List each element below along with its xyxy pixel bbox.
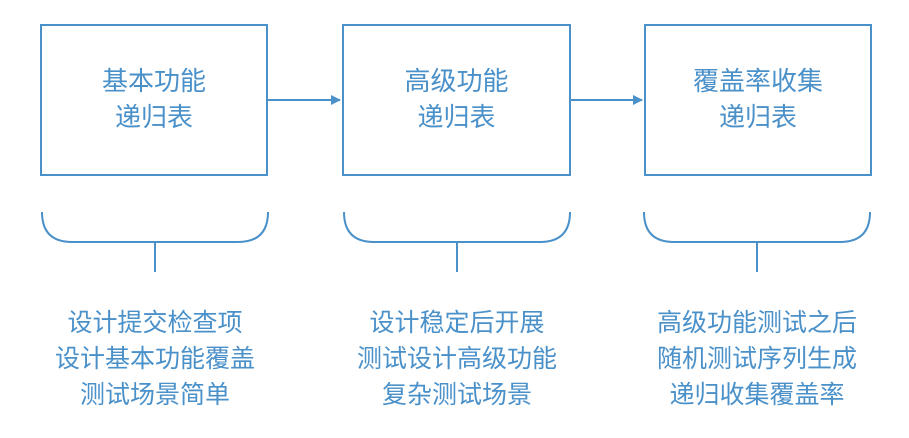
stage-box-subtitle: 递归表 bbox=[114, 103, 193, 133]
stage-box-title: 高级功能 bbox=[404, 67, 509, 97]
stage-box-advanced: 高级功能 递归表 bbox=[342, 24, 571, 176]
stage-desc-coverage: 高级功能测试之后 随机测试序列生成 递归收集覆盖率 bbox=[607, 305, 907, 413]
brace-stage-1 bbox=[41, 211, 269, 272]
stage-box-coverage: 覆盖率收集 递归表 bbox=[644, 24, 872, 176]
brace-stage-2 bbox=[343, 211, 571, 272]
desc-line: 设计提交检查项 bbox=[67, 308, 243, 337]
stage-box-title: 覆盖率收集 bbox=[692, 67, 823, 97]
desc-line: 随机测试序列生成 bbox=[656, 344, 857, 373]
brace-stage-3 bbox=[643, 211, 871, 272]
desc-line: 设计稳定后开展 bbox=[369, 308, 545, 337]
desc-line: 递归收集覆盖率 bbox=[669, 380, 845, 409]
stage-box-subtitle: 递归表 bbox=[718, 103, 797, 133]
desc-line: 复杂测试场景 bbox=[381, 380, 532, 409]
stage-box-subtitle: 递归表 bbox=[417, 103, 496, 133]
stage-desc-advanced: 设计稳定后开展 测试设计高级功能 复杂测试场景 bbox=[307, 305, 607, 413]
desc-line: 测试场景简单 bbox=[79, 380, 230, 409]
desc-line: 测试设计高级功能 bbox=[356, 344, 557, 373]
stage-box-basic: 基本功能 递归表 bbox=[40, 24, 268, 176]
desc-line: 高级功能测试之后 bbox=[656, 308, 857, 337]
stage-desc-basic: 设计提交检查项 设计基本功能覆盖 测试场景简单 bbox=[5, 305, 305, 413]
desc-line: 设计基本功能覆盖 bbox=[54, 344, 255, 373]
stage-box-title: 基本功能 bbox=[101, 67, 206, 97]
